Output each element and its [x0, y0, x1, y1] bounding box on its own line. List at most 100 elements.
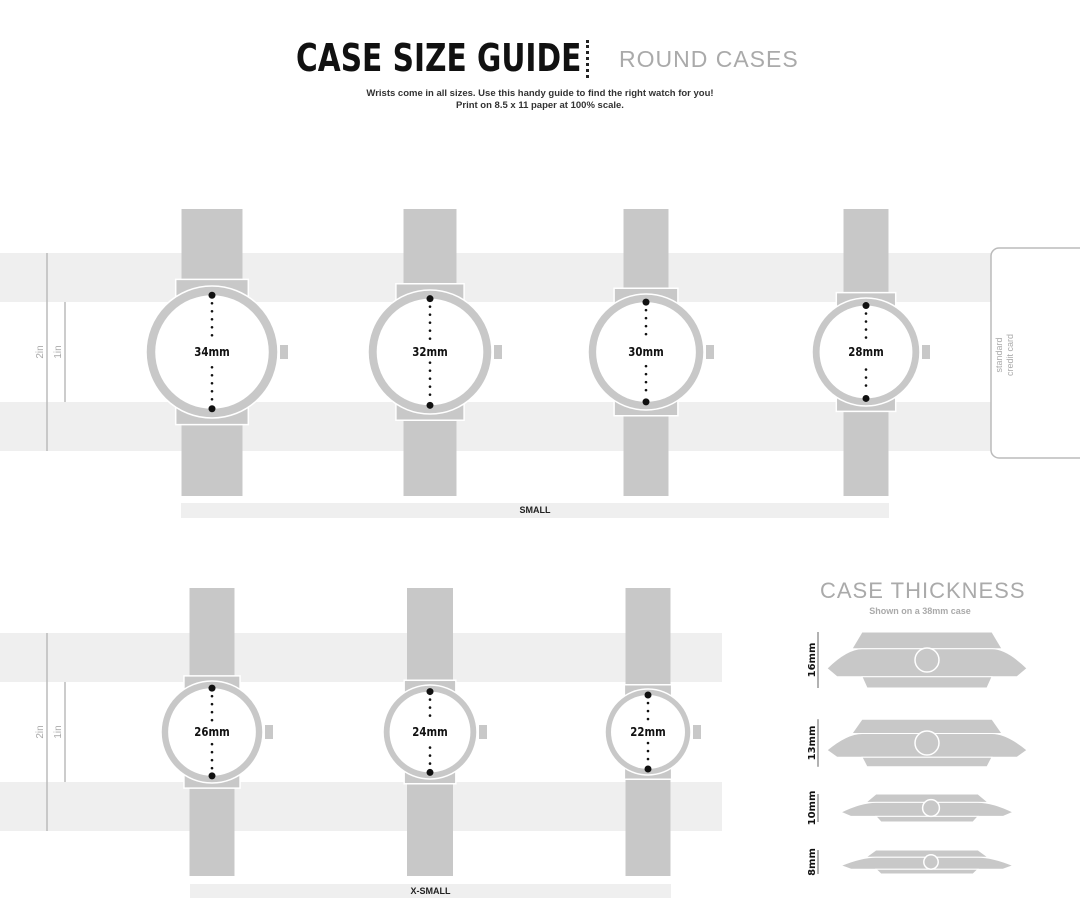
credit-card-label: standard	[994, 337, 1004, 372]
measure-dot	[864, 328, 868, 331]
measure-dot	[428, 369, 432, 372]
measure-dot	[644, 380, 648, 384]
measure-dot	[210, 389, 214, 393]
measure-dot	[644, 316, 648, 320]
watch-crown	[494, 345, 502, 359]
wrist-band	[0, 253, 1080, 302]
case-size-label: 24mm	[412, 725, 447, 739]
case-bezel-profile	[851, 631, 1003, 650]
credit-card-label: credit card	[1005, 334, 1015, 376]
case-back-profile	[861, 756, 993, 768]
measure-dot	[428, 754, 432, 757]
measure-endpoint	[208, 291, 216, 299]
case-size-label: 34mm	[194, 345, 229, 359]
measure-dot	[644, 324, 648, 328]
measure-endpoint	[644, 765, 652, 773]
crown-profile	[923, 854, 939, 870]
case-back-profile	[874, 868, 980, 875]
measure-dot	[210, 694, 214, 698]
measure-dot	[428, 313, 432, 316]
measure-endpoint	[426, 295, 434, 303]
thickness-label: 8mm	[807, 848, 818, 876]
case-size-label: 28mm	[848, 345, 883, 359]
measure-dot	[210, 758, 214, 762]
measure-endpoint	[642, 398, 650, 406]
watch-crown	[479, 725, 487, 739]
title-divider	[586, 40, 593, 78]
case-thickness-title: CASE THICKNESS	[820, 578, 1026, 603]
case-back-profile	[874, 815, 980, 823]
measure-dot	[644, 388, 648, 392]
measure-dot	[428, 762, 432, 765]
measure-dot	[428, 698, 432, 701]
watch-crown	[280, 345, 288, 359]
measure-dot	[210, 381, 214, 385]
measure-dot	[428, 746, 432, 749]
crown-profile	[921, 798, 941, 818]
watch-crown	[265, 725, 273, 739]
measure-dot	[428, 377, 432, 380]
measure-dot	[210, 718, 214, 722]
measure-dot	[428, 321, 432, 324]
crown-profile	[914, 647, 940, 673]
case-back-profile	[861, 676, 993, 689]
measure-endpoint	[644, 691, 652, 699]
page-title: CASE SIZE GUIDE	[296, 36, 582, 80]
measure-endpoint	[426, 768, 434, 776]
measure-dot	[428, 361, 432, 364]
measure-endpoint	[642, 298, 650, 306]
thickness-label: 13mm	[807, 726, 818, 761]
measure-dot	[428, 714, 432, 717]
measure-dot	[210, 766, 214, 770]
measure-endpoint	[862, 394, 870, 402]
measure-dot	[210, 397, 214, 401]
watch-dial	[389, 691, 471, 773]
credit-card-outline	[990, 247, 1080, 459]
measure-endpoint	[208, 772, 216, 780]
watch-crown	[922, 345, 930, 359]
measure-dot	[646, 741, 650, 745]
measure-dot	[210, 702, 214, 706]
measure-dot	[644, 364, 648, 368]
measure-dot	[210, 365, 214, 369]
case-size-label: 30mm	[628, 345, 663, 359]
intro-line-2: Print on 8.5 x 11 paper at 100% scale.	[456, 100, 624, 111]
measure-endpoint	[208, 405, 216, 413]
measure-dot	[428, 393, 432, 396]
measure-dot	[428, 385, 432, 388]
case-size-label: 26mm	[194, 725, 229, 739]
measure-dot	[210, 333, 214, 337]
crown-profile	[914, 730, 940, 756]
wrist-band	[0, 402, 1080, 451]
ruler-label-1in: 1in	[53, 725, 64, 738]
measure-dot	[210, 317, 214, 321]
measure-dot	[210, 309, 214, 313]
wrist-band	[0, 633, 722, 682]
watch-dial	[376, 298, 484, 406]
wrist-band	[0, 782, 722, 831]
measure-endpoint	[208, 684, 216, 692]
case-size-label: 32mm	[412, 345, 447, 359]
measure-dot	[864, 376, 868, 379]
measure-dot	[210, 750, 214, 754]
measure-dot	[646, 757, 650, 761]
measure-dot	[864, 368, 868, 371]
measure-dot	[210, 710, 214, 714]
measure-dot	[210, 301, 214, 305]
xsmall-size-label: X-SMALL	[190, 884, 671, 898]
measure-dot	[644, 332, 648, 336]
measure-dot	[864, 384, 868, 387]
measure-dot	[646, 749, 650, 753]
measure-dot	[646, 717, 650, 721]
case-size-label: 22mm	[630, 725, 665, 739]
measure-endpoint	[426, 401, 434, 409]
measure-dot	[428, 337, 432, 340]
measure-dot	[210, 742, 214, 746]
watch-dial	[611, 695, 685, 769]
measure-endpoint	[426, 688, 434, 696]
measure-dot	[428, 706, 432, 709]
intro-line-1: Wrists come in all sizes. Use this handy…	[366, 88, 714, 99]
measure-dot	[428, 305, 432, 308]
